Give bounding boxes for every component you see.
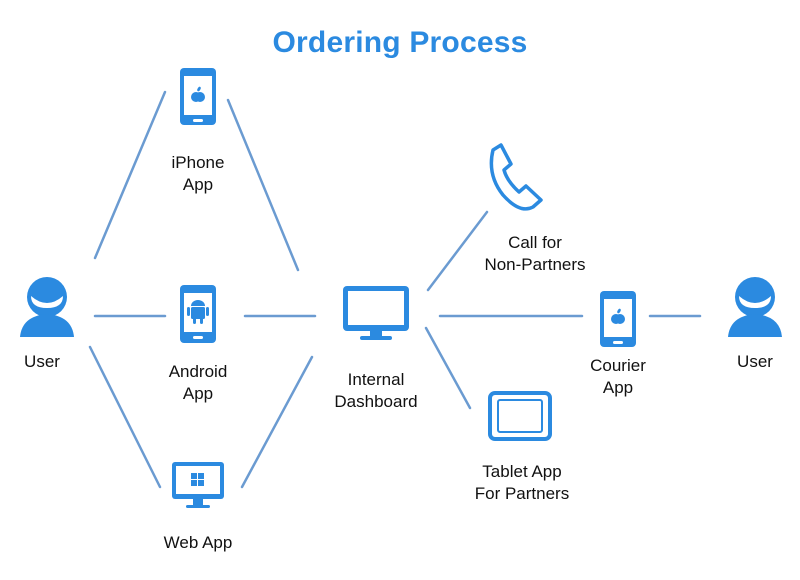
call-label-line2: Non-Partners	[484, 255, 586, 274]
courier-app-label-line2: App	[602, 378, 634, 397]
tablet-app-label-line1: Tablet App	[482, 462, 562, 481]
node-label-internal-dashboard: Internal Dashboard	[318, 369, 434, 413]
apple-logo-icon	[191, 86, 205, 102]
node-label-web-app: Web App	[140, 532, 256, 554]
user-left-label: User	[24, 352, 60, 371]
android-logo-icon	[187, 300, 209, 324]
iphone-app-label-line2: App	[182, 175, 214, 194]
connector-dashboard-to-tablet	[424, 326, 472, 410]
iphone-app-label-line1: iPhone	[171, 153, 225, 172]
connector-iphone-to-dashboard	[226, 98, 300, 272]
tablet-icon	[488, 391, 552, 441]
courier-apple-logo-icon	[611, 308, 625, 324]
internal-dashboard-label-line2: Dashboard	[334, 392, 418, 411]
user-right-label: User	[737, 352, 773, 371]
connector-user-to-iphone	[93, 90, 167, 260]
user-right-icon	[728, 277, 782, 337]
desktop-windows-icon	[172, 462, 224, 508]
connectors	[88, 90, 702, 489]
node-label-courier-app: Courier App	[570, 355, 666, 399]
windows-logo-icon	[191, 473, 204, 486]
android-phone-icon	[180, 285, 216, 343]
node-label-user-left: User	[12, 351, 72, 373]
android-app-label-line1: Android	[168, 362, 228, 381]
courier-app-label-line1: Courier	[590, 356, 646, 375]
node-label-call-non-partners: Call for Non-Partners	[472, 232, 598, 276]
courier-iphone-icon	[600, 291, 636, 347]
connector-user-to-web	[88, 345, 162, 489]
phone-handset-icon	[489, 143, 543, 211]
iphone-icon	[180, 68, 216, 125]
monitor-icon	[343, 286, 409, 340]
android-app-label-line2: App	[182, 384, 214, 403]
tablet-app-label-line2: For Partners	[474, 484, 570, 503]
node-label-iphone-app: iPhone App	[150, 152, 246, 196]
diagram-title: Ordering Process	[272, 26, 528, 59]
connector-web-to-dashboard	[240, 355, 314, 489]
call-label-line1: Call for	[508, 233, 562, 252]
node-label-tablet-app: Tablet App For Partners	[460, 461, 584, 505]
user-left-icon	[20, 277, 74, 337]
internal-dashboard-label-line1: Internal	[347, 370, 405, 389]
node-label-user-right: User	[725, 351, 785, 373]
node-label-android-app: Android App	[148, 361, 248, 405]
web-app-label: Web App	[163, 533, 233, 552]
connector-dashboard-to-call	[426, 210, 489, 292]
